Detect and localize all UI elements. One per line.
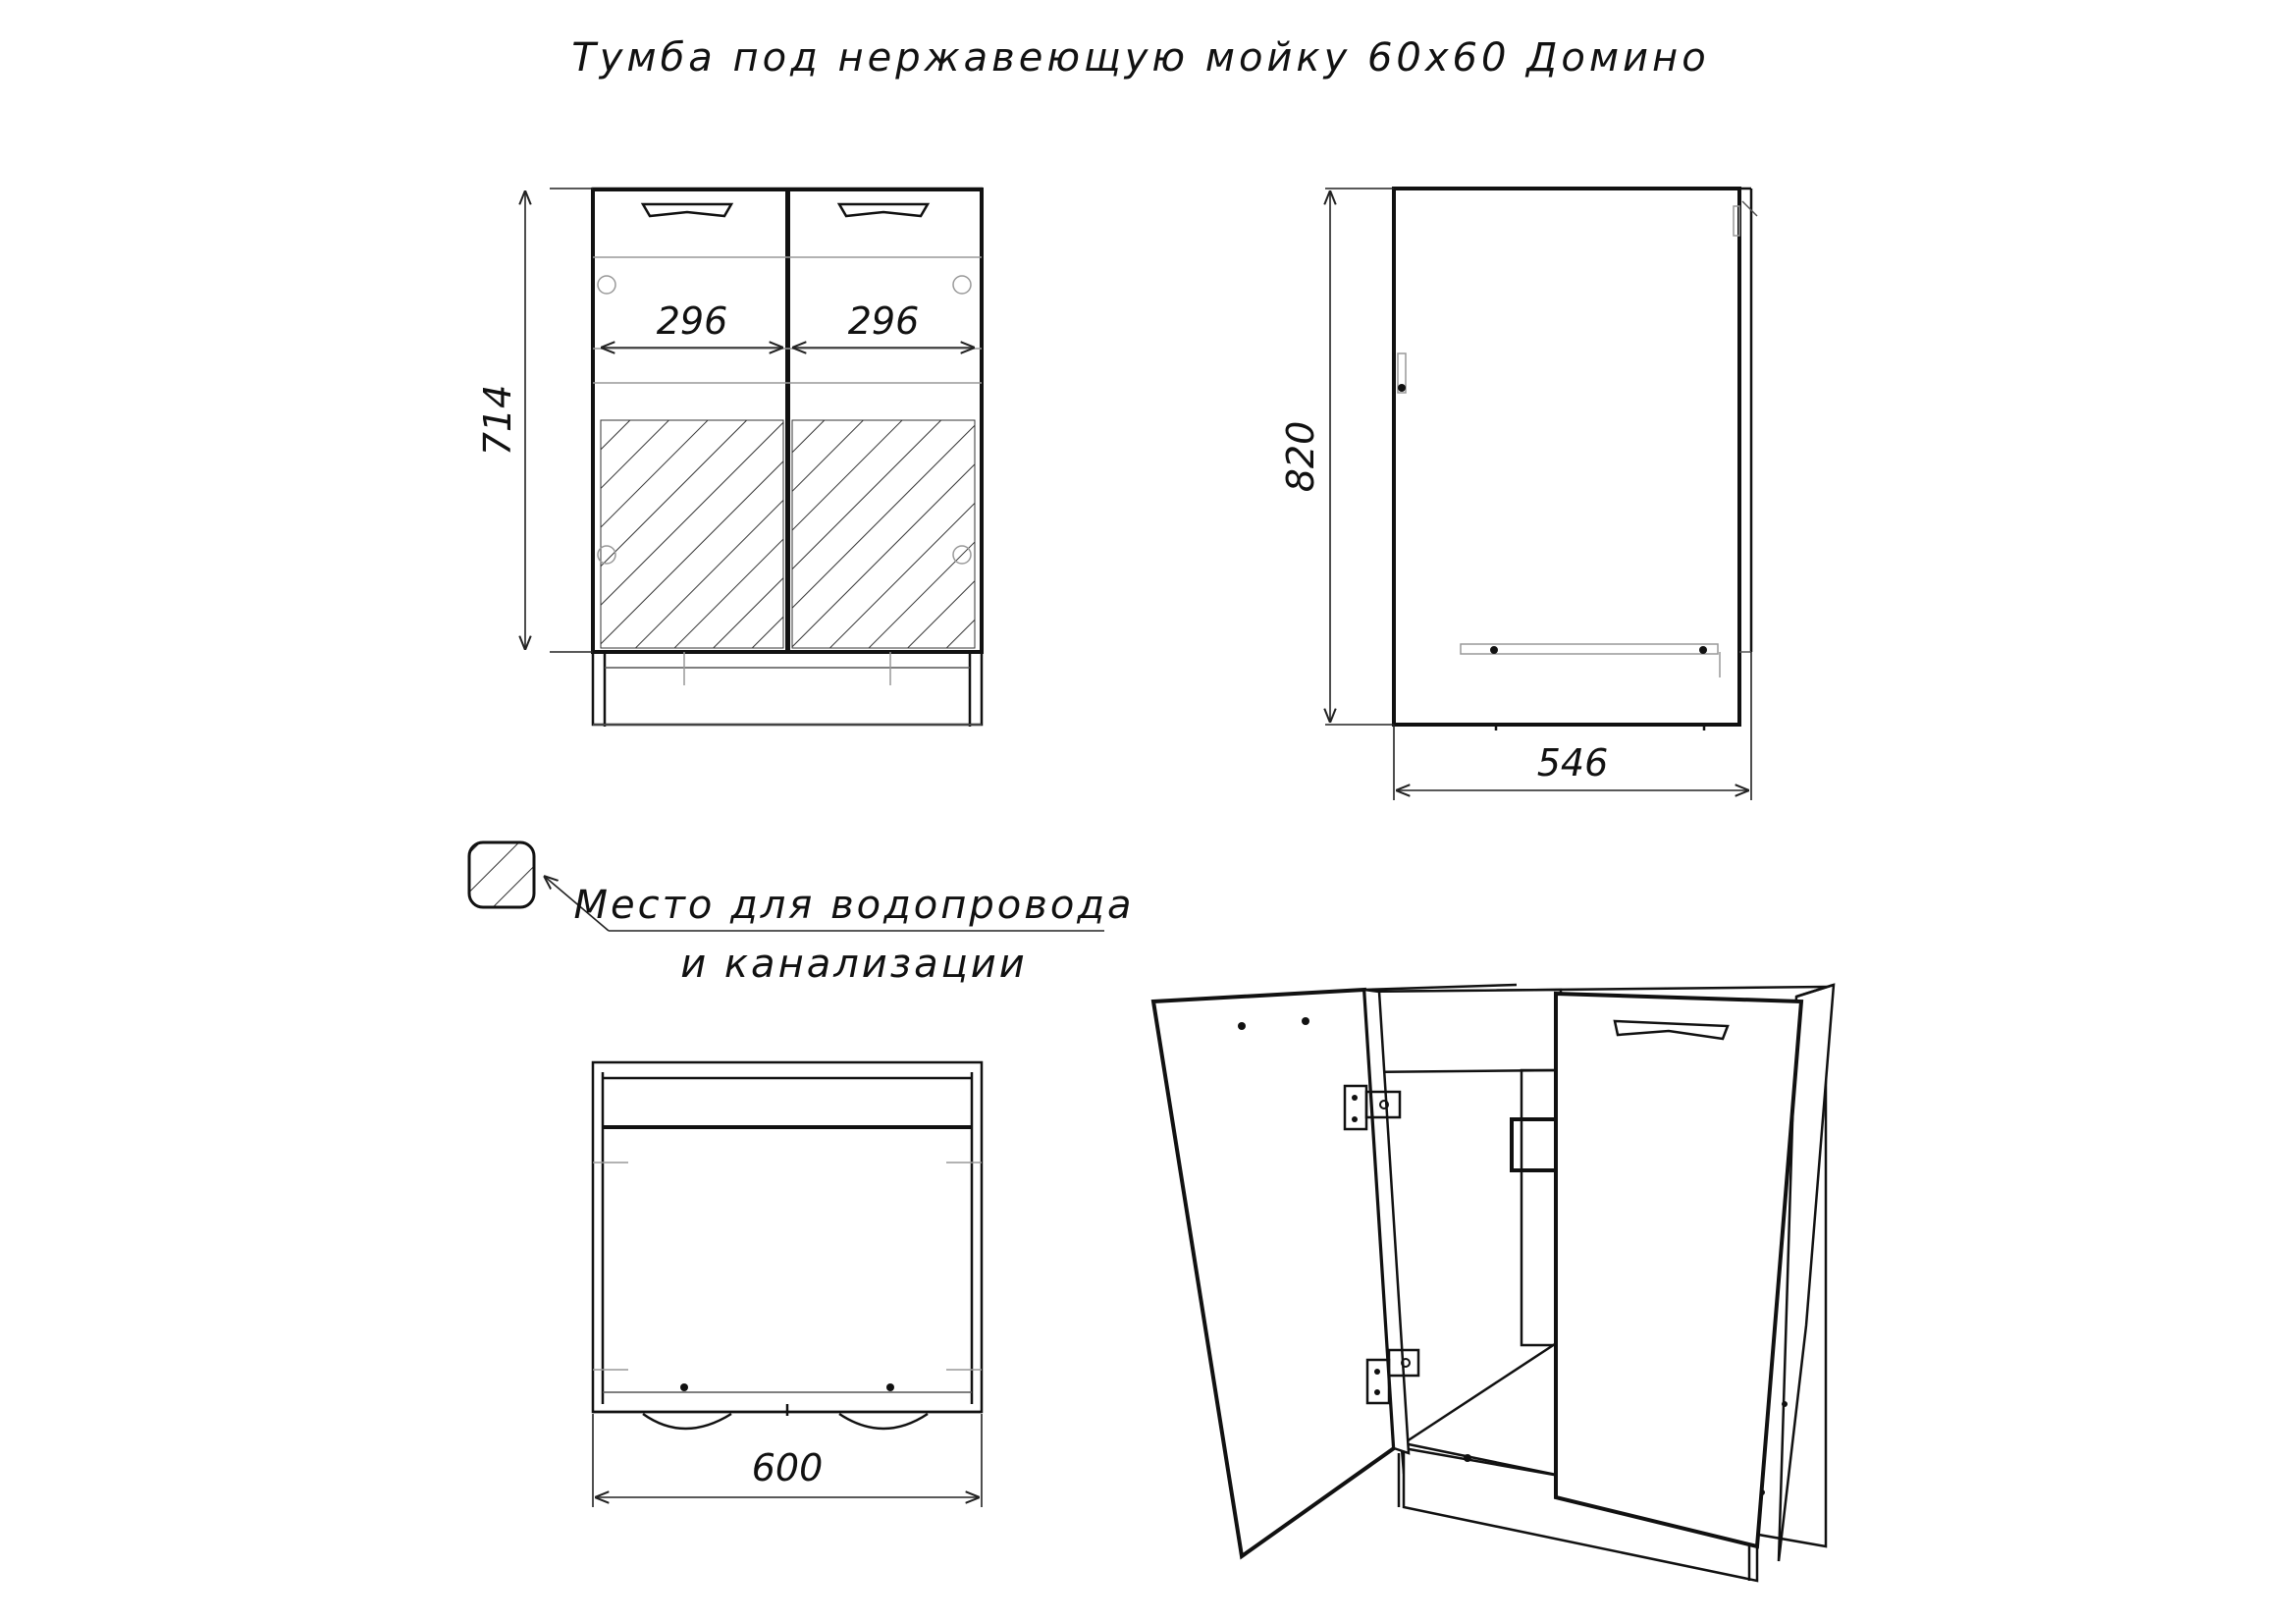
- dim-side-depth: 546: [1537, 741, 1609, 784]
- iso-right-door: [1554, 991, 1804, 1549]
- drawing-title: Тумба под нержавеющую мойку 60х60 Домино: [571, 35, 1709, 81]
- side-view: 820 546: [1279, 187, 1758, 800]
- right-door-handle: [836, 202, 931, 218]
- iso-left-door: [1150, 987, 1397, 1560]
- dim-front-height: 714: [476, 385, 519, 457]
- legend: Место для водопровода и канализации: [467, 840, 1134, 987]
- upper-hinge: [1343, 1084, 1402, 1131]
- top-view: 600: [591, 1060, 984, 1507]
- left-door-handle: [640, 202, 734, 218]
- dim-side-height: 820: [1279, 421, 1322, 493]
- dim-top-width: 600: [752, 1446, 824, 1489]
- iso-right-door-handle: [1613, 1019, 1730, 1041]
- legend-line1: Место для водопровода: [573, 883, 1134, 928]
- dim-door-left: 296: [657, 299, 728, 343]
- legend-hatch-swatch: [467, 840, 536, 909]
- dim-door-right: 296: [848, 299, 920, 343]
- right-door: [786, 188, 984, 654]
- legend-line2: и канализации: [680, 942, 1028, 987]
- plumbing-zone-right: [791, 419, 976, 649]
- lower-hinge: [1365, 1348, 1420, 1405]
- plumbing-zone-left: [600, 419, 784, 649]
- isometric-view: [1150, 983, 1836, 1583]
- front-view: 296 296 714: [476, 187, 984, 727]
